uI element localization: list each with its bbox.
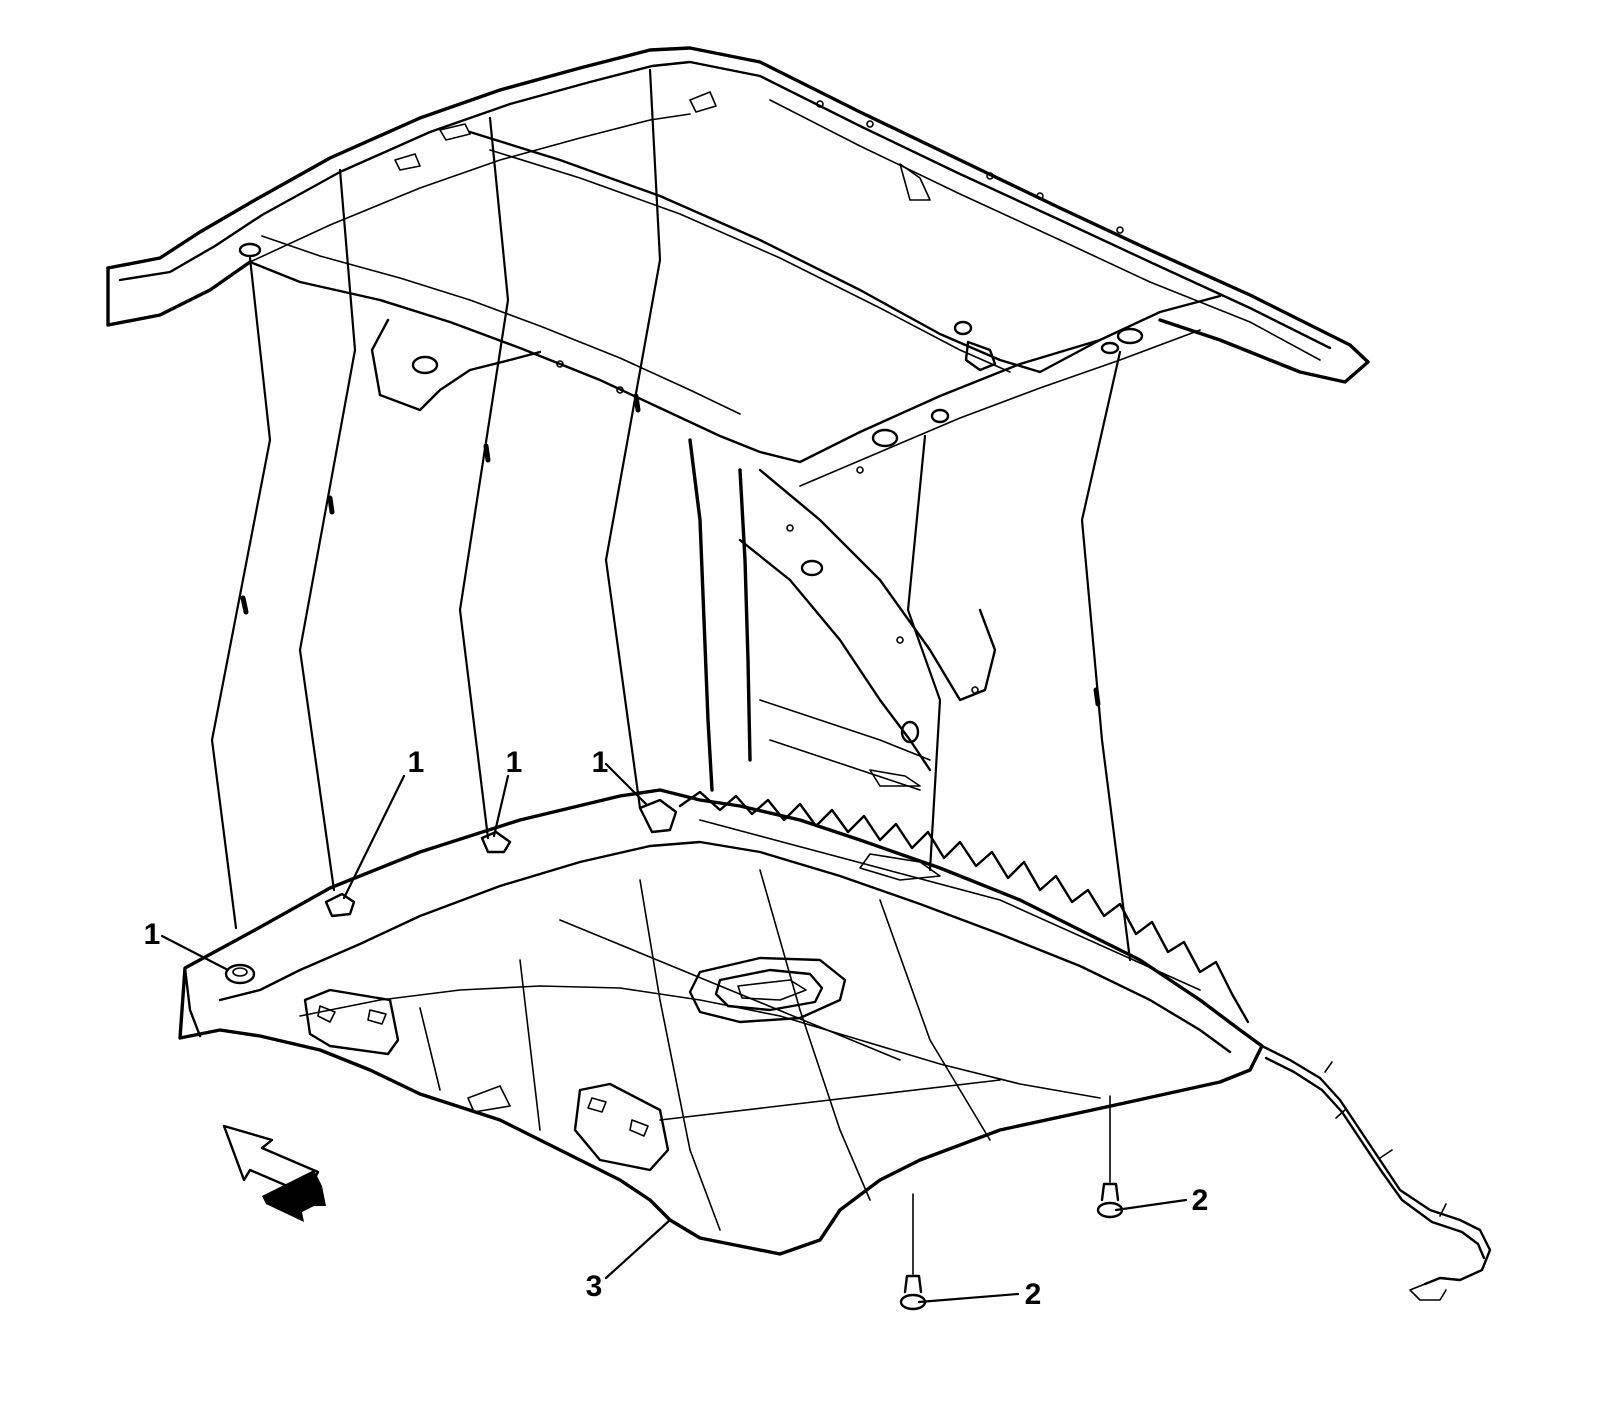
callout-screw-front: 2 xyxy=(1025,1278,1042,1311)
roof-frame xyxy=(106,46,1370,792)
forward-arrow-icon xyxy=(222,1124,326,1222)
screw-front xyxy=(899,1193,927,1311)
callout-screw-rear: 2 xyxy=(1192,1184,1209,1217)
callout-headliner: 3 xyxy=(586,1270,603,1303)
screw-rear xyxy=(1096,1095,1124,1219)
callout-clip-b: 1 xyxy=(408,746,425,779)
callout-clip-d: 1 xyxy=(592,746,609,779)
callout-leaders xyxy=(160,762,1188,1304)
callout-clip-a: 1 xyxy=(144,918,161,951)
callout-clip-c: 1 xyxy=(506,746,523,779)
alignment-lines xyxy=(210,68,1132,962)
headliner-panel xyxy=(178,788,1492,1301)
